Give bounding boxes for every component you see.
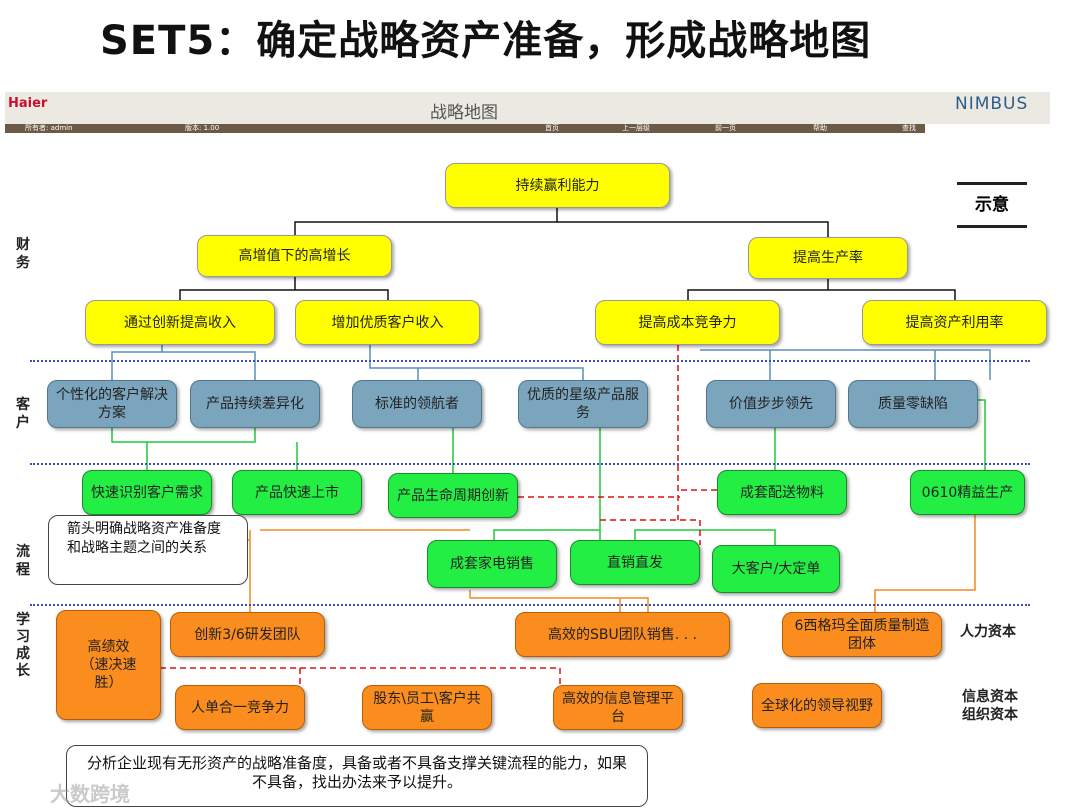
nav-help[interactable]: 帮助 xyxy=(813,124,827,132)
divider xyxy=(30,463,1030,465)
customer-node[interactable]: 标准的领航者 xyxy=(352,380,482,428)
customer-node[interactable]: 价值步步领先 xyxy=(706,380,836,428)
version-label: 版本: 1.00 xyxy=(185,124,220,132)
finance-node[interactable]: 通过创新提高收入 xyxy=(85,300,275,345)
process-node[interactable]: 成套家电销售 xyxy=(427,540,557,588)
finance-node[interactable]: 高增值下的高增长 xyxy=(197,235,392,277)
customer-node[interactable]: 优质的星级产品服务 xyxy=(518,380,648,428)
nimbus-logo: NIMBUS xyxy=(955,94,1029,114)
learning-node[interactable]: 全球化的领导视野 xyxy=(752,683,882,728)
row-label-customer: 客户 xyxy=(16,397,30,431)
process-node[interactable]: 0610精益生产 xyxy=(910,470,1025,515)
customer-node[interactable]: 质量零缺陷 xyxy=(848,380,978,428)
nav-home[interactable]: 首页 xyxy=(545,124,559,132)
divider xyxy=(30,360,1030,362)
finance-node[interactable]: 提高资产利用率 xyxy=(862,300,1047,345)
label-org-capital: 组织资本 xyxy=(962,707,1018,723)
finance-node[interactable]: 提高成本竞争力 xyxy=(595,300,780,345)
label-human-capital: 人力资本 xyxy=(960,624,1016,640)
analysis-callout: 分析企业现有无形资产的战略准备度，具备或者不具备支撑关键流程的能力，如果不具备，… xyxy=(66,745,648,807)
learning-node[interactable]: 高效的信息管理平台 xyxy=(553,685,683,730)
learning-node[interactable]: 6西格玛全面质量制造团体 xyxy=(782,612,942,657)
learning-node[interactable]: 高效的SBU团队销售. . . xyxy=(515,612,730,657)
page-title: SET5：确定战略资产准备，形成战略地图 xyxy=(100,18,872,64)
arrow-note-callout: 箭头明确战略资产准备度和战略主题之间的关系 xyxy=(48,515,248,585)
owner-label: 所有者: admin xyxy=(25,124,73,132)
process-node[interactable]: 成套配送物料 xyxy=(717,470,847,515)
process-node[interactable]: 产品生命周期创新 xyxy=(388,473,518,518)
nav-find[interactable]: 查找 xyxy=(902,124,916,132)
learning-node[interactable]: 人单合一竞争力 xyxy=(175,685,305,730)
customer-node[interactable]: 个性化的客户解决方案 xyxy=(47,380,177,428)
learning-node[interactable]: 高绩效（速决速胜） xyxy=(56,610,161,720)
learning-node[interactable]: 创新3/6研发团队 xyxy=(170,612,325,657)
divider xyxy=(30,604,1030,606)
process-node[interactable]: 产品快速上市 xyxy=(232,470,362,515)
nav-prev[interactable]: 前一页 xyxy=(715,124,736,132)
finance-node[interactable]: 提高生产率 xyxy=(748,237,908,279)
schematic-badge: 示意 xyxy=(957,182,1027,228)
row-label-process: 流程 xyxy=(16,544,30,578)
process-node[interactable]: 大客户/大定单 xyxy=(712,545,840,593)
finance-node[interactable]: 持续赢利能力 xyxy=(445,163,670,208)
customer-node[interactable]: 产品持续差异化 xyxy=(190,380,320,428)
process-node[interactable]: 直销直发 xyxy=(570,540,700,585)
nav-bar: 所有者: admin 版本: 1.00 首页 上一层级 前一页 帮助 查找 xyxy=(5,124,925,133)
row-label-finance: 财务 xyxy=(16,237,30,271)
watermark: 大数跨境 xyxy=(50,782,130,806)
header-title: 战略地图 xyxy=(430,103,498,123)
app-header xyxy=(5,92,1050,124)
process-node[interactable]: 快速识别客户需求 xyxy=(82,470,212,515)
nav-up-level[interactable]: 上一层级 xyxy=(622,124,650,132)
label-info-capital: 信息资本 xyxy=(962,689,1018,705)
haier-logo: Haier xyxy=(8,96,48,111)
finance-node[interactable]: 增加优质客户收入 xyxy=(295,300,480,345)
row-label-learning: 学习成长 xyxy=(16,612,30,679)
learning-node[interactable]: 股东\员工\客户共赢 xyxy=(362,685,492,730)
